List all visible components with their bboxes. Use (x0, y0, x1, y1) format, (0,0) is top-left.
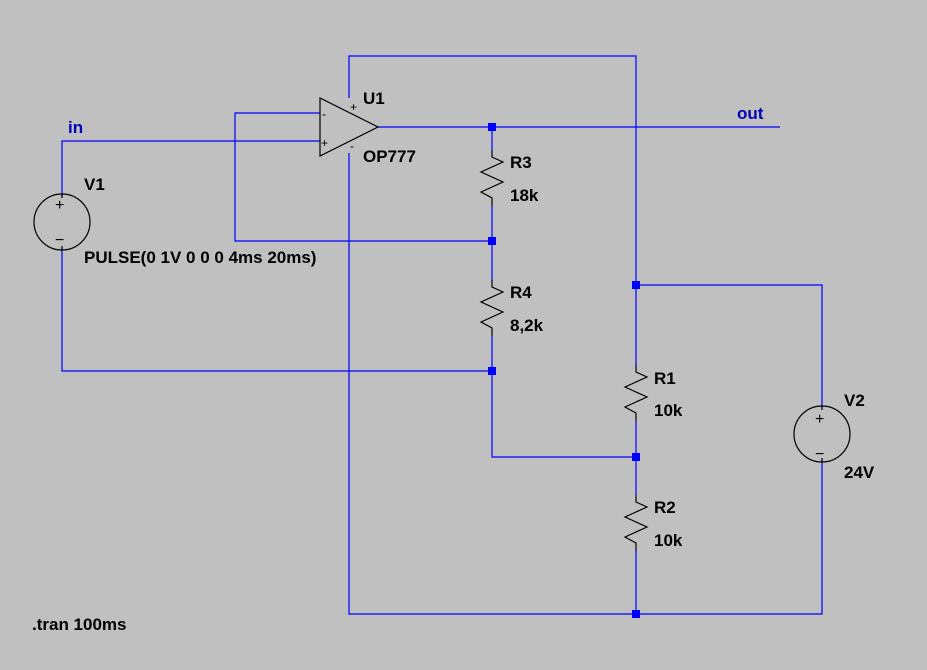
junction-r1-r2[interactable] (632, 453, 640, 461)
r2-zigzag (623, 495, 649, 551)
v2-plus-sign: + (815, 411, 824, 428)
source-v1[interactable]: + − V1 PULSE(0 1V 0 0 0 4ms 20ms) (33, 175, 316, 267)
junctions (488, 123, 640, 618)
source-v2[interactable]: + − V2 24V (793, 391, 875, 482)
junction-ground[interactable] (632, 610, 640, 618)
wire-opamp-vminus[interactable] (348, 153, 636, 615)
junction-r3-r4[interactable] (488, 237, 496, 245)
net-label-in[interactable]: in (68, 118, 83, 137)
wire-v2-top[interactable] (636, 284, 823, 408)
v2-minus-sign: − (815, 446, 824, 463)
junction-out[interactable] (488, 123, 496, 131)
junction-r4-v1[interactable] (488, 367, 496, 375)
resistor-r4[interactable]: R4 8,2k (479, 280, 544, 336)
r2-value: 10k (654, 531, 683, 550)
junction-v2-plus[interactable] (632, 281, 640, 289)
opamp-plus-input-sign: + (321, 136, 328, 150)
wire-in-to-opamp-plus[interactable] (61, 140, 320, 198)
r4-name: R4 (510, 283, 532, 302)
r3-name: R3 (510, 153, 532, 172)
r1-name: R1 (654, 369, 676, 388)
v1-value: PULSE(0 1V 0 0 0 4ms 20ms) (84, 248, 316, 267)
wire-supply-loop[interactable] (348, 55, 637, 365)
r4-value: 8,2k (510, 316, 544, 335)
v1-minus-sign: − (55, 232, 64, 249)
r3-zigzag (479, 150, 505, 206)
v2-name: V2 (844, 391, 865, 410)
r1-value: 10k (654, 401, 683, 420)
v1-plus-sign: + (55, 197, 64, 214)
opamp-minus-input-sign: - (322, 107, 326, 121)
resistor-r1[interactable]: R1 10k (623, 365, 683, 421)
spice-directive[interactable]: .tran 100ms (32, 615, 127, 634)
opamp-name: U1 (363, 89, 385, 108)
r3-value: 18k (510, 186, 539, 205)
wires (61, 55, 823, 615)
opamp-triangle (319, 97, 380, 157)
v1-name: V1 (84, 175, 105, 194)
r2-name: R2 (654, 498, 676, 517)
wire-feedback-to-opamp-minus[interactable] (234, 112, 492, 242)
opamp-u1[interactable]: + - - + U1 OP777 (319, 89, 416, 166)
opamp-plus-pin: + (350, 100, 357, 114)
wire-r4-bottom[interactable] (491, 336, 636, 458)
r1-zigzag (623, 365, 649, 421)
opamp-minus-pin: - (350, 139, 354, 153)
net-label-out[interactable]: out (737, 104, 764, 123)
resistor-r3[interactable]: R3 18k (479, 150, 539, 206)
r4-zigzag (479, 280, 505, 336)
resistor-r2[interactable]: R2 10k (623, 495, 683, 551)
opamp-model: OP777 (363, 147, 416, 166)
wire-r2-bottom[interactable] (635, 460, 823, 615)
v2-value: 24V (844, 463, 875, 482)
